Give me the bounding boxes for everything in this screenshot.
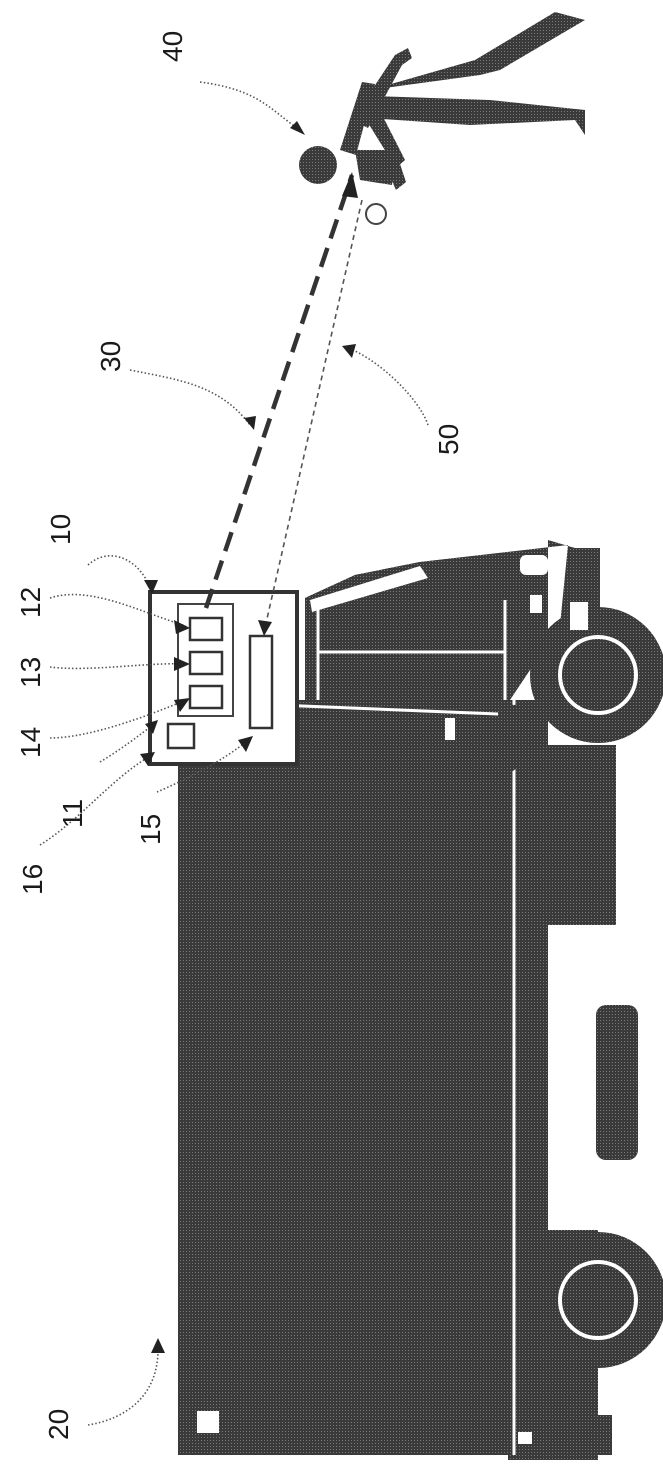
label-10: 10 xyxy=(45,514,76,545)
label-15: 15 xyxy=(135,814,166,845)
leader-15 xyxy=(156,739,249,793)
label-14: 14 xyxy=(15,727,46,758)
receiver-box-15 xyxy=(248,634,274,730)
person-figure xyxy=(299,12,585,225)
return-beam xyxy=(263,199,363,633)
leader-16 xyxy=(39,755,151,846)
leader-50 xyxy=(347,347,429,426)
device-housing xyxy=(148,590,299,766)
cargo-box xyxy=(178,700,508,1455)
rear-wheel xyxy=(530,1232,663,1368)
truck xyxy=(178,540,663,1460)
cargo-window xyxy=(197,1411,219,1433)
label-16: 16 xyxy=(17,864,48,895)
leader-14 xyxy=(49,699,187,739)
chassis xyxy=(548,745,616,925)
outgoing-beam xyxy=(203,174,355,609)
label-20: 20 xyxy=(43,1409,74,1440)
front-wheel xyxy=(530,607,663,743)
label-50: 50 xyxy=(433,424,464,455)
fuel-tank xyxy=(596,1005,638,1160)
unit-box-12 xyxy=(188,616,224,642)
label-40: 40 xyxy=(157,31,188,62)
label-11: 11 xyxy=(57,799,88,828)
leader-12 xyxy=(49,593,187,627)
unit-box-14 xyxy=(188,684,224,710)
small-box-16 xyxy=(166,722,196,750)
leader-20 xyxy=(87,1344,159,1426)
label-30: 30 xyxy=(95,341,126,372)
unit-box-13 xyxy=(188,650,224,676)
label-12: 12 xyxy=(15,587,46,618)
leader-40 xyxy=(199,81,301,131)
leader-13 xyxy=(49,662,187,670)
label-13: 13 xyxy=(15,657,46,688)
leader-30 xyxy=(129,369,251,426)
leader-10 xyxy=(87,555,151,589)
